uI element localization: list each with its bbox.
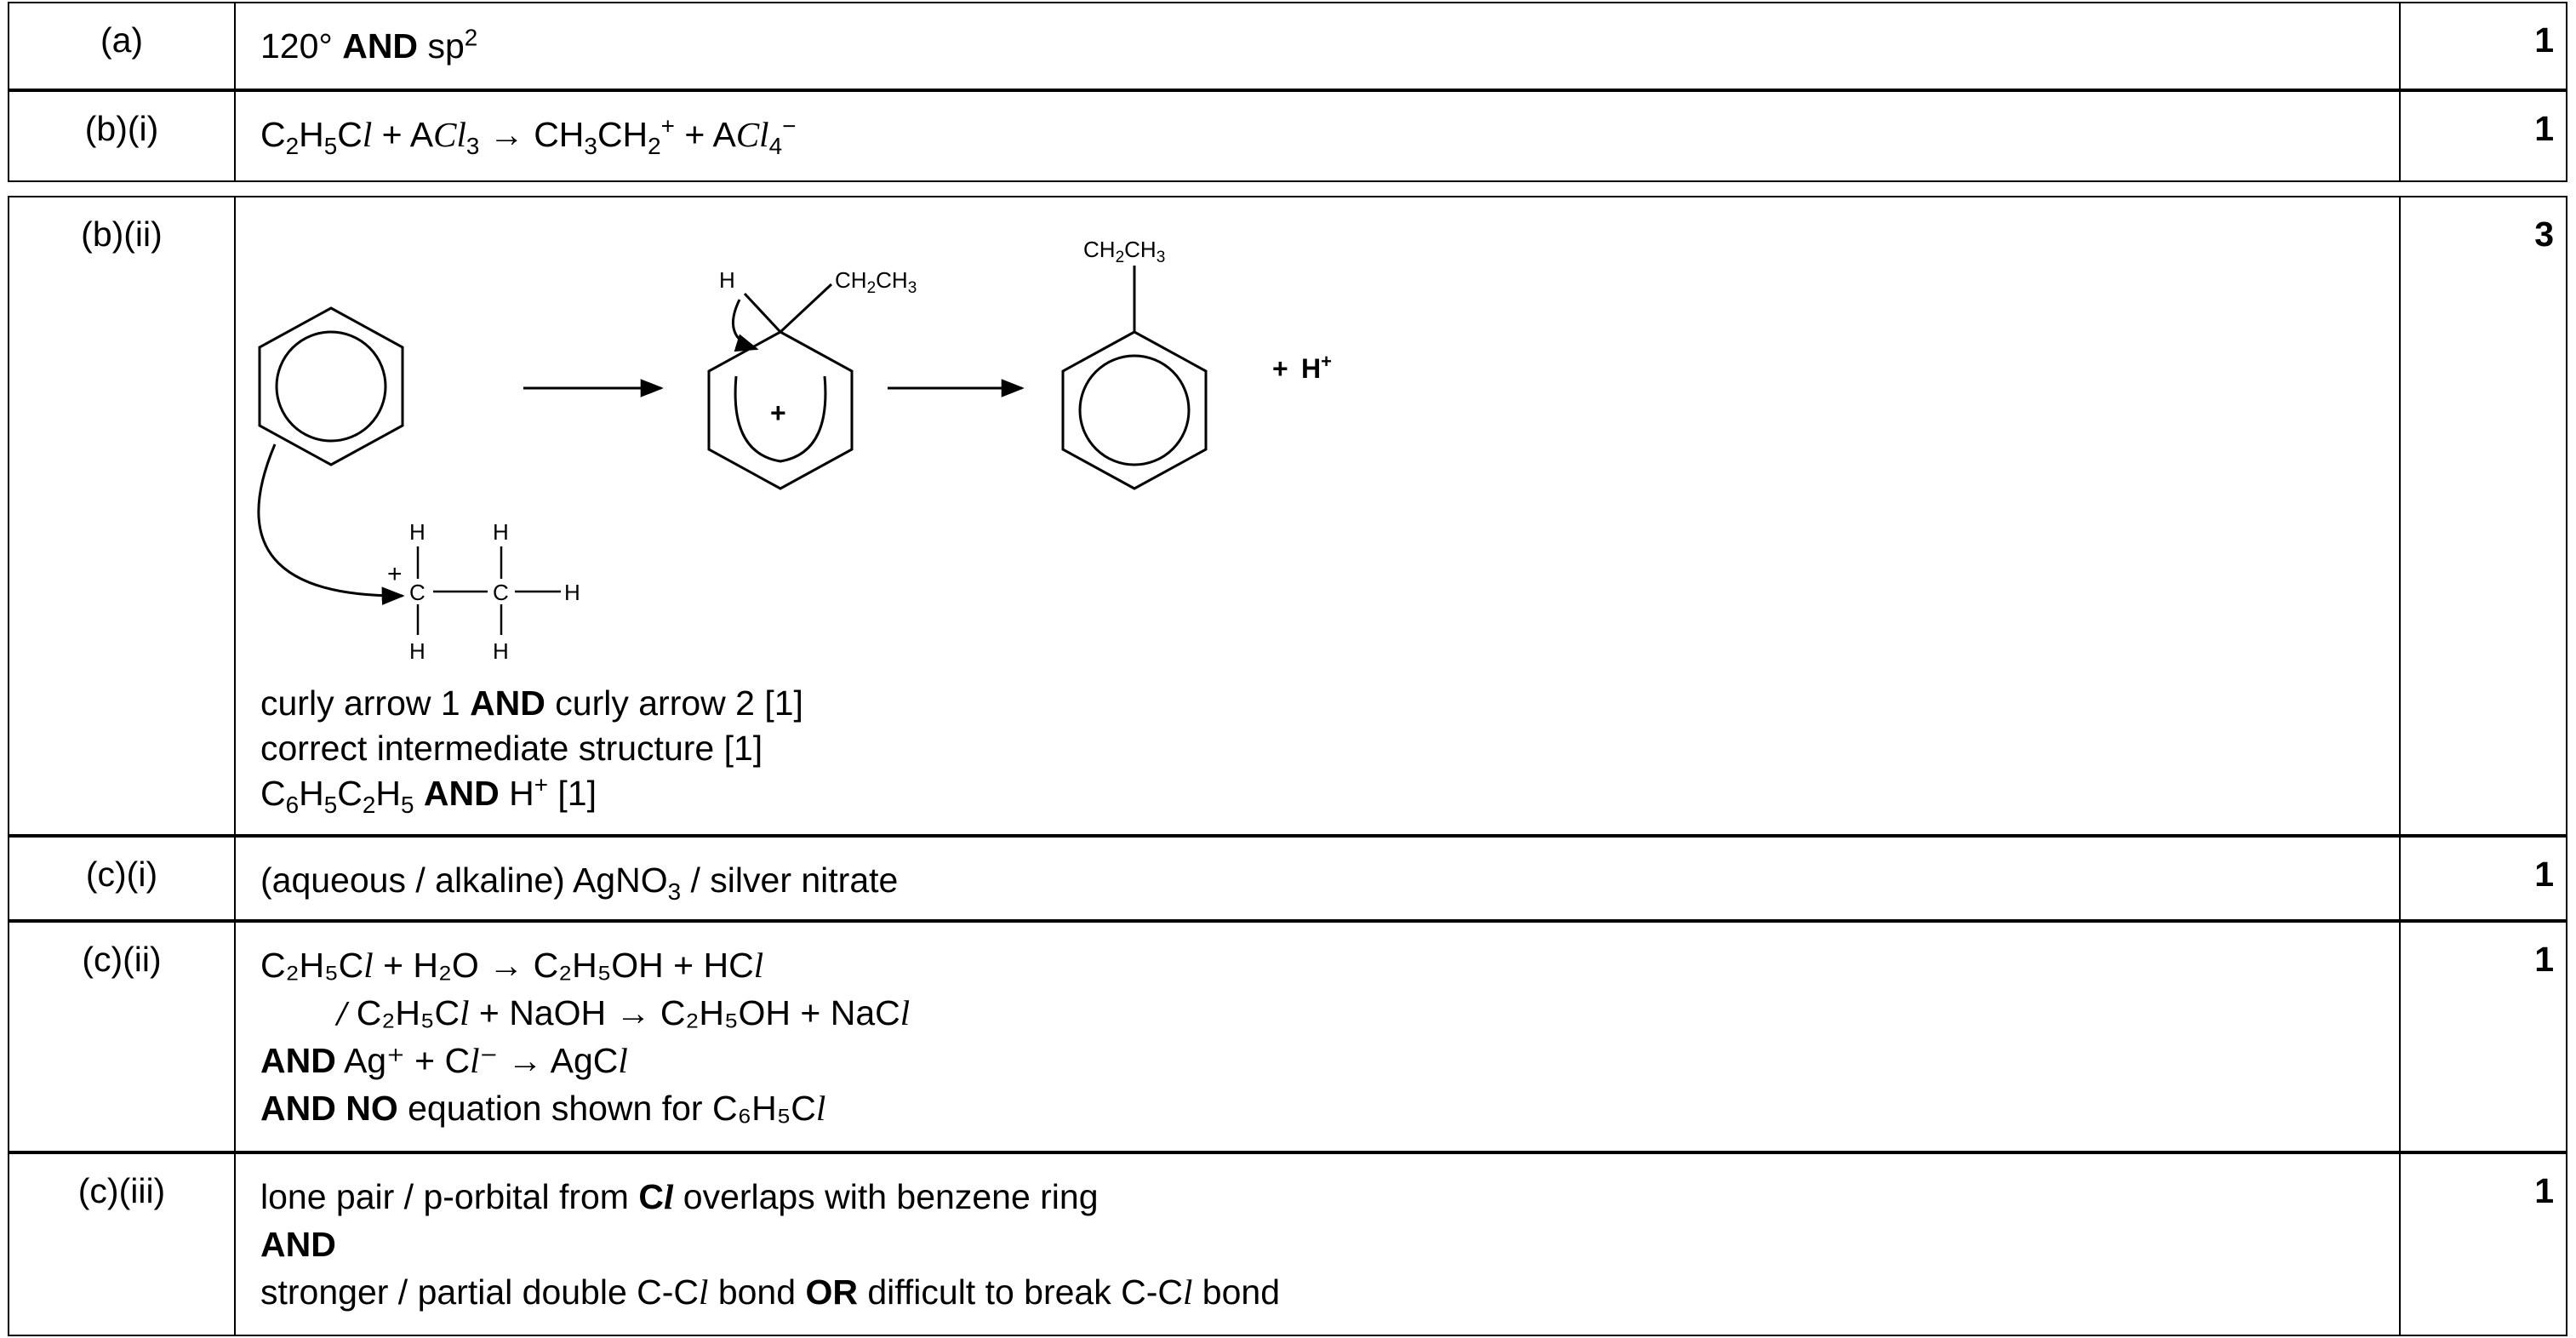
subscript: 2 xyxy=(648,133,661,160)
and-keyword: AND xyxy=(260,1225,336,1264)
mark-value: 3 xyxy=(2534,214,2554,254)
subscript: 4 xyxy=(768,133,783,160)
question-label: (a) xyxy=(100,20,144,60)
answer-line: stronger / partial double C-Cl bond OR d… xyxy=(260,1272,1281,1312)
mark-value: 1 xyxy=(2534,1171,2554,1210)
equation-line: / C₂H₅Cl + NaOH → C₂H₅OH + NaCl xyxy=(337,993,911,1032)
h-label: H xyxy=(564,580,580,605)
sp-text: sp xyxy=(427,26,465,66)
question-label: (b)(ii) xyxy=(81,214,163,254)
subscript: 3 xyxy=(667,878,682,906)
row-c-ii: (c)(ii) C₂H₅Cl + H₂O → C₂H₅OH + HCl / C₂… xyxy=(8,921,2567,1152)
answer-cell: C₂H₅Cl + H₂O → C₂H₅OH + HCl / C₂H₅Cl + N… xyxy=(234,923,2401,1151)
row-b-i: (b)(i) C2H5Cl + ACl3 → CH3CH2+ + ACl4− 1 xyxy=(8,90,2567,182)
row-c-iii: (c)(iii) lone pair / p-orbital from Cl o… xyxy=(8,1152,2567,1336)
eq-text: Cl xyxy=(735,115,769,154)
angle-text: 120° xyxy=(260,26,333,66)
answer-cell: C2H5Cl + ACl3 → CH3CH2+ + ACl4− xyxy=(234,92,2401,180)
curly-arrow xyxy=(257,443,405,606)
proton-label: H+ xyxy=(1301,351,1332,384)
answer-cell: lone pair / p-orbital from Cl overlaps w… xyxy=(234,1154,2401,1335)
eq-text: A xyxy=(409,115,434,154)
h-label: H xyxy=(409,638,426,664)
positive-charge: + xyxy=(770,397,786,428)
ethyl-label: CH2CH3 xyxy=(835,267,917,297)
h-label: H xyxy=(719,267,735,293)
reaction-arrow: → xyxy=(488,115,524,154)
row-c-i: (c)(i) (aqueous / alkaline) AgNO3 / silv… xyxy=(8,836,2567,921)
plus-sign: + xyxy=(1272,353,1288,384)
carbocation-charge: + xyxy=(387,560,403,588)
carbon-label: C xyxy=(409,580,426,605)
answer-line: lone pair / p-orbital from Cl overlaps w… xyxy=(260,1177,1099,1216)
arenium-intermediate xyxy=(707,283,854,490)
answer-cell: 120° AND sp2 xyxy=(234,3,2401,89)
mark-value: 1 xyxy=(2534,855,2554,894)
subscript: 2 xyxy=(285,133,300,160)
eq-text: l xyxy=(362,115,373,154)
superscript: 2 xyxy=(464,24,478,51)
equation-line: AND Ag⁺ + Cl⁻ → AgCl xyxy=(260,1041,628,1080)
mechanism-diagram: H CH2CH3 + CH2CH3 + H+ xyxy=(257,237,1332,664)
eq-text: H xyxy=(299,115,324,154)
equation-line: C₂H₅Cl + H₂O → C₂H₅OH + HCl xyxy=(260,946,764,985)
h-label: H xyxy=(493,638,509,664)
answer-text: (aqueous / alkaline) AgNO xyxy=(260,861,668,900)
row-b-ii: (b)(ii) xyxy=(8,196,2567,836)
answer-cell: (aqueous / alkaline) AgNO3 / silver nitr… xyxy=(234,838,2401,919)
eq-text: C xyxy=(260,115,286,154)
and-keyword: AND xyxy=(342,26,419,66)
question-label: (c)(iii) xyxy=(77,1171,166,1210)
benzene-ring xyxy=(258,306,404,466)
ethylbenzene-ring xyxy=(1061,266,1208,490)
answer-cell: H CH2CH3 + CH2CH3 + H+ xyxy=(234,197,2401,834)
marking-point: curly arrow 1 AND curly arrow 2 [1] xyxy=(260,683,803,723)
ethyl-label: CH2CH3 xyxy=(1083,237,1165,266)
eq-text: A xyxy=(712,115,736,154)
mark-value: 1 xyxy=(2534,940,2554,979)
marking-point: C6H5C2H5 AND H+ [1] xyxy=(260,771,597,819)
subscript: 3 xyxy=(584,133,597,160)
mark-value: 1 xyxy=(2534,20,2554,60)
answer-text: / silver nitrate xyxy=(681,861,899,900)
plus-sign: + xyxy=(381,115,403,154)
mark-value: 1 xyxy=(2534,109,2554,148)
marking-points: curly arrow 1 AND curly arrow 2 [1] corr… xyxy=(260,681,803,819)
subscript: 5 xyxy=(323,133,338,160)
plus-sign: + xyxy=(684,115,705,154)
eq-text: CH xyxy=(597,115,648,154)
carbon-label: C xyxy=(493,580,509,605)
ethyl-cation xyxy=(416,546,561,635)
superscript: − xyxy=(782,112,797,140)
eq-text: Cl xyxy=(433,115,466,154)
question-label: (b)(i) xyxy=(84,109,159,148)
row-a: (a) 120° AND sp2 1 xyxy=(8,2,2567,90)
eq-text: CH xyxy=(534,115,585,154)
superscript: + xyxy=(660,112,675,140)
question-label: (c)(ii) xyxy=(82,940,162,979)
h-label: H xyxy=(493,519,509,545)
equation-line: AND NO equation shown for C₆H₅Cl xyxy=(260,1089,826,1128)
h-label: H xyxy=(409,519,426,545)
subscript: 3 xyxy=(466,133,480,160)
marking-point: correct intermediate structure [1] xyxy=(260,729,763,768)
question-label: (c)(i) xyxy=(85,855,158,894)
eq-text: C xyxy=(337,115,363,154)
